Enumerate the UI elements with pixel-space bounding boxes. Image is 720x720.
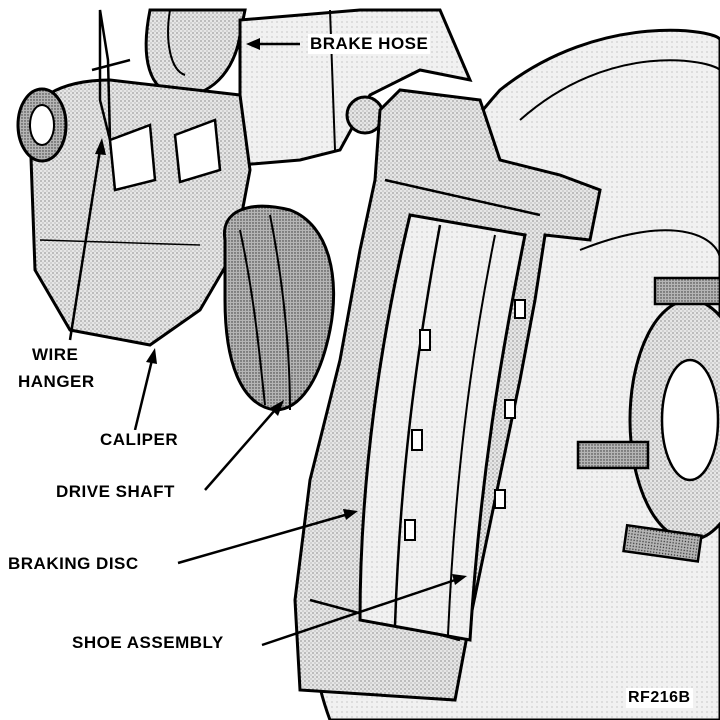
brake-hose [144, 8, 247, 98]
shoe-assembly [358, 213, 527, 642]
label-drive-shaft: DRIVE SHAFT [54, 482, 177, 502]
leader-shoe-assembly [261, 578, 456, 647]
leader-lines [68, 38, 467, 647]
wire-hanger [91, 9, 131, 141]
label-braking-disc: BRAKING DISC [6, 554, 141, 574]
label-caliper: CALIPER [98, 430, 181, 450]
label-wire-hanger-line2: HANGER [16, 372, 97, 392]
leader-braking-disc [177, 513, 346, 565]
leader-wire-hanger [68, 149, 102, 341]
figure-code: RF216B [626, 688, 693, 708]
leader-caliper [133, 359, 154, 431]
label-brake-hose: BRAKE HOSE [308, 34, 431, 54]
drive-shaft-boot [222, 204, 336, 412]
wheel-studs [576, 276, 720, 563]
label-shoe-assembly: SHOE ASSEMBLY [70, 633, 226, 653]
caliper-body [16, 78, 252, 347]
label-wire-hanger-line1: WIRE [30, 345, 81, 365]
leader-drive-shaft [204, 409, 276, 491]
